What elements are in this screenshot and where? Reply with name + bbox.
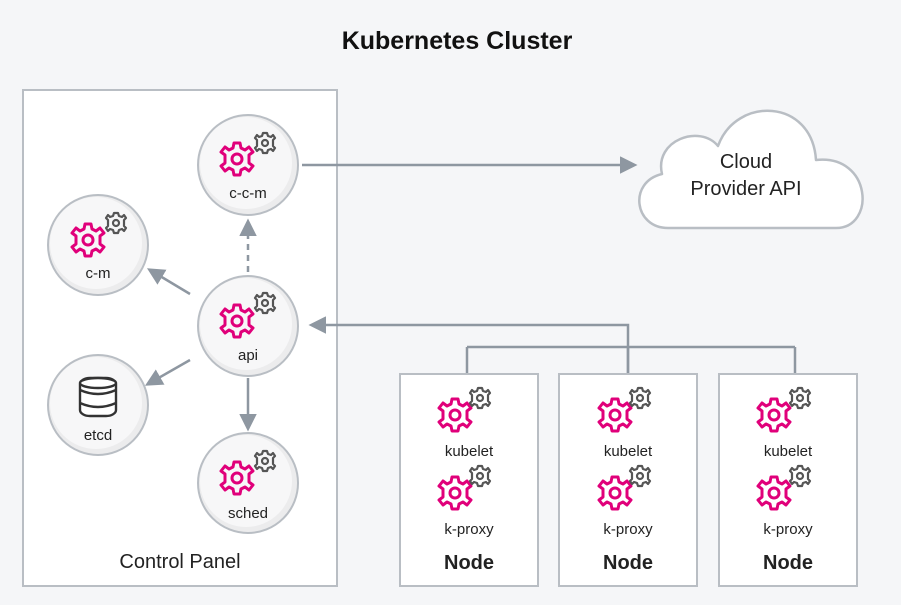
- cloud-label-line2: Provider API: [690, 178, 801, 200]
- cloud-provider: Cloud Provider API: [638, 109, 864, 230]
- ccm-label: c-c-m: [229, 185, 267, 202]
- api-label: api: [238, 347, 258, 364]
- cloud-label-line1: Cloud: [720, 151, 772, 173]
- k-proxy-label: k-proxy: [444, 521, 494, 538]
- etcd-label: etcd: [84, 427, 112, 444]
- etcd-component: etcd: [47, 354, 149, 456]
- diagram-title: Kubernetes Cluster: [342, 27, 573, 55]
- cm-component: c-m: [47, 194, 149, 296]
- kubelet-label: kubelet: [764, 443, 813, 460]
- api-component: api: [197, 275, 299, 377]
- node-box: kubelet k-proxy Node: [718, 373, 858, 587]
- cm-label: c-m: [86, 265, 111, 282]
- node-label: Node: [763, 552, 813, 574]
- k-proxy-label: k-proxy: [763, 521, 813, 538]
- node-box: kubelet k-proxy Node: [399, 373, 539, 587]
- database-icon: [78, 376, 118, 418]
- kubelet-label: kubelet: [604, 443, 653, 460]
- cloud-icon: [638, 109, 864, 230]
- api-to-cm-arrow: [146, 268, 191, 296]
- node-box: kubelet k-proxy Node: [558, 373, 698, 587]
- sched-label: sched: [228, 505, 268, 522]
- node-label: Node: [603, 552, 653, 574]
- nodes-to-api-connector: [308, 316, 797, 374]
- k-proxy-label: k-proxy: [603, 521, 653, 538]
- ccm-component: c-c-m: [197, 114, 299, 216]
- kubelet-label: kubelet: [445, 443, 494, 460]
- api-to-etcd-arrow: [144, 358, 191, 386]
- control-panel-label: Control Panel: [119, 551, 240, 573]
- sched-component: sched: [197, 432, 299, 534]
- node-label: Node: [444, 552, 494, 574]
